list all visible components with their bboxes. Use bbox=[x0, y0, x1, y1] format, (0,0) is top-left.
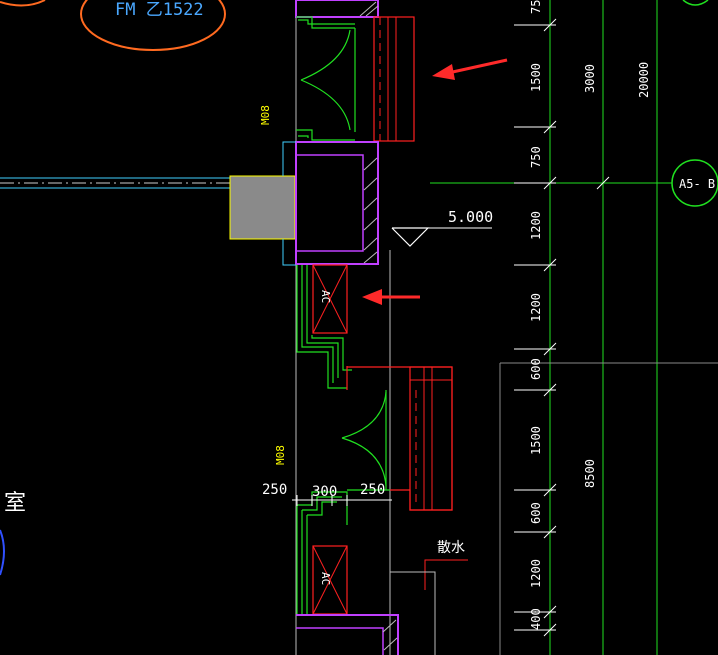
dim-labels-col1: 75 1500 750 1200 1200 600 1500 600 1200 … bbox=[529, 0, 543, 630]
ac-unit-cross bbox=[312, 264, 348, 334]
ac-unit-cross bbox=[312, 545, 348, 615]
elevation-marker bbox=[391, 227, 430, 247]
door-frame-upper bbox=[296, 16, 356, 141]
red-arrow-middle bbox=[362, 289, 420, 305]
drain-label: 散水 bbox=[437, 540, 465, 556]
dim-ticks-col1 bbox=[514, 18, 557, 637]
hatch-bottom bbox=[382, 619, 398, 651]
magenta-wall-middle bbox=[295, 141, 379, 265]
cyan-column-outline bbox=[282, 141, 296, 176]
dim-col1-1: 1500 bbox=[529, 63, 543, 92]
grid-bubble-label: A5- B bbox=[679, 177, 715, 191]
drain-line bbox=[390, 571, 436, 655]
red-arrow-upper bbox=[432, 58, 508, 80]
door-swing-arc bbox=[341, 391, 387, 439]
window-frame-lower bbox=[409, 366, 453, 511]
door-swing-arc bbox=[341, 437, 387, 487]
dim-col1-6: 1500 bbox=[529, 426, 543, 455]
drain-leader bbox=[424, 559, 468, 590]
dim-col1-5: 600 bbox=[529, 358, 543, 380]
door-label-fm: FM 乙1522 bbox=[115, 0, 204, 20]
ac-unit-box bbox=[312, 264, 348, 334]
cyan-column-outline bbox=[282, 239, 296, 266]
magenta-wall-bottom bbox=[296, 614, 399, 655]
dim-col2-1: 8500 bbox=[583, 459, 597, 488]
dim-labels-col2: 3000 8500 bbox=[583, 64, 597, 488]
room-label-char: 室 bbox=[4, 491, 26, 516]
magenta-wall-bottom-inner bbox=[296, 627, 384, 655]
grid-bubble-top-arc bbox=[682, 0, 709, 6]
window-frame-upper bbox=[373, 16, 415, 142]
dim-col1-4: 1200 bbox=[529, 293, 543, 322]
dim-col1-2: 750 bbox=[529, 146, 543, 168]
magenta-wall-top bbox=[295, 0, 379, 18]
blue-arc-left bbox=[0, 529, 5, 576]
dim-col1-3: 1200 bbox=[529, 211, 543, 240]
door-tag-ellipse bbox=[80, 0, 226, 51]
dim-label-300: 300 bbox=[312, 484, 337, 500]
dim-col1-0: 75 bbox=[529, 0, 543, 14]
window-frame-lower-lines bbox=[410, 367, 452, 510]
dim-label-250-left: 250 bbox=[262, 482, 287, 498]
elevation-label: 5.000 bbox=[448, 208, 493, 226]
dim-col3-0: 20000 bbox=[637, 62, 651, 98]
door-label-m2: M08 bbox=[274, 445, 287, 465]
dim-label-250-right: 250 bbox=[360, 482, 385, 498]
door-swing-arc bbox=[300, 29, 351, 81]
grid-bubble[interactable] bbox=[671, 159, 718, 207]
ellipse-arc-topleft bbox=[0, 0, 46, 7]
dim-col2-0: 3000 bbox=[583, 64, 597, 93]
dim-ticks-bottom bbox=[296, 495, 348, 506]
dim-col1-7: 600 bbox=[529, 502, 543, 524]
door-label-m1: M08 bbox=[259, 105, 272, 125]
dim-labels-col3: 20000 bbox=[637, 62, 651, 98]
dim-ticks-col2 bbox=[596, 176, 610, 190]
dim-col1-9: 400 bbox=[529, 608, 543, 630]
dim-col1-8: 1200 bbox=[529, 559, 543, 588]
ac-label-1: AC bbox=[319, 290, 332, 303]
green-stepped-wall bbox=[296, 265, 352, 389]
hatch-middle bbox=[363, 157, 378, 264]
magenta-wall-middle-inner bbox=[295, 154, 364, 252]
window-frame-inner-lines bbox=[379, 17, 397, 141]
door-swing-arc bbox=[300, 79, 351, 131]
structural-column bbox=[229, 175, 296, 240]
ac-label-2: AC bbox=[319, 572, 332, 585]
hatch-top bbox=[359, 1, 379, 17]
